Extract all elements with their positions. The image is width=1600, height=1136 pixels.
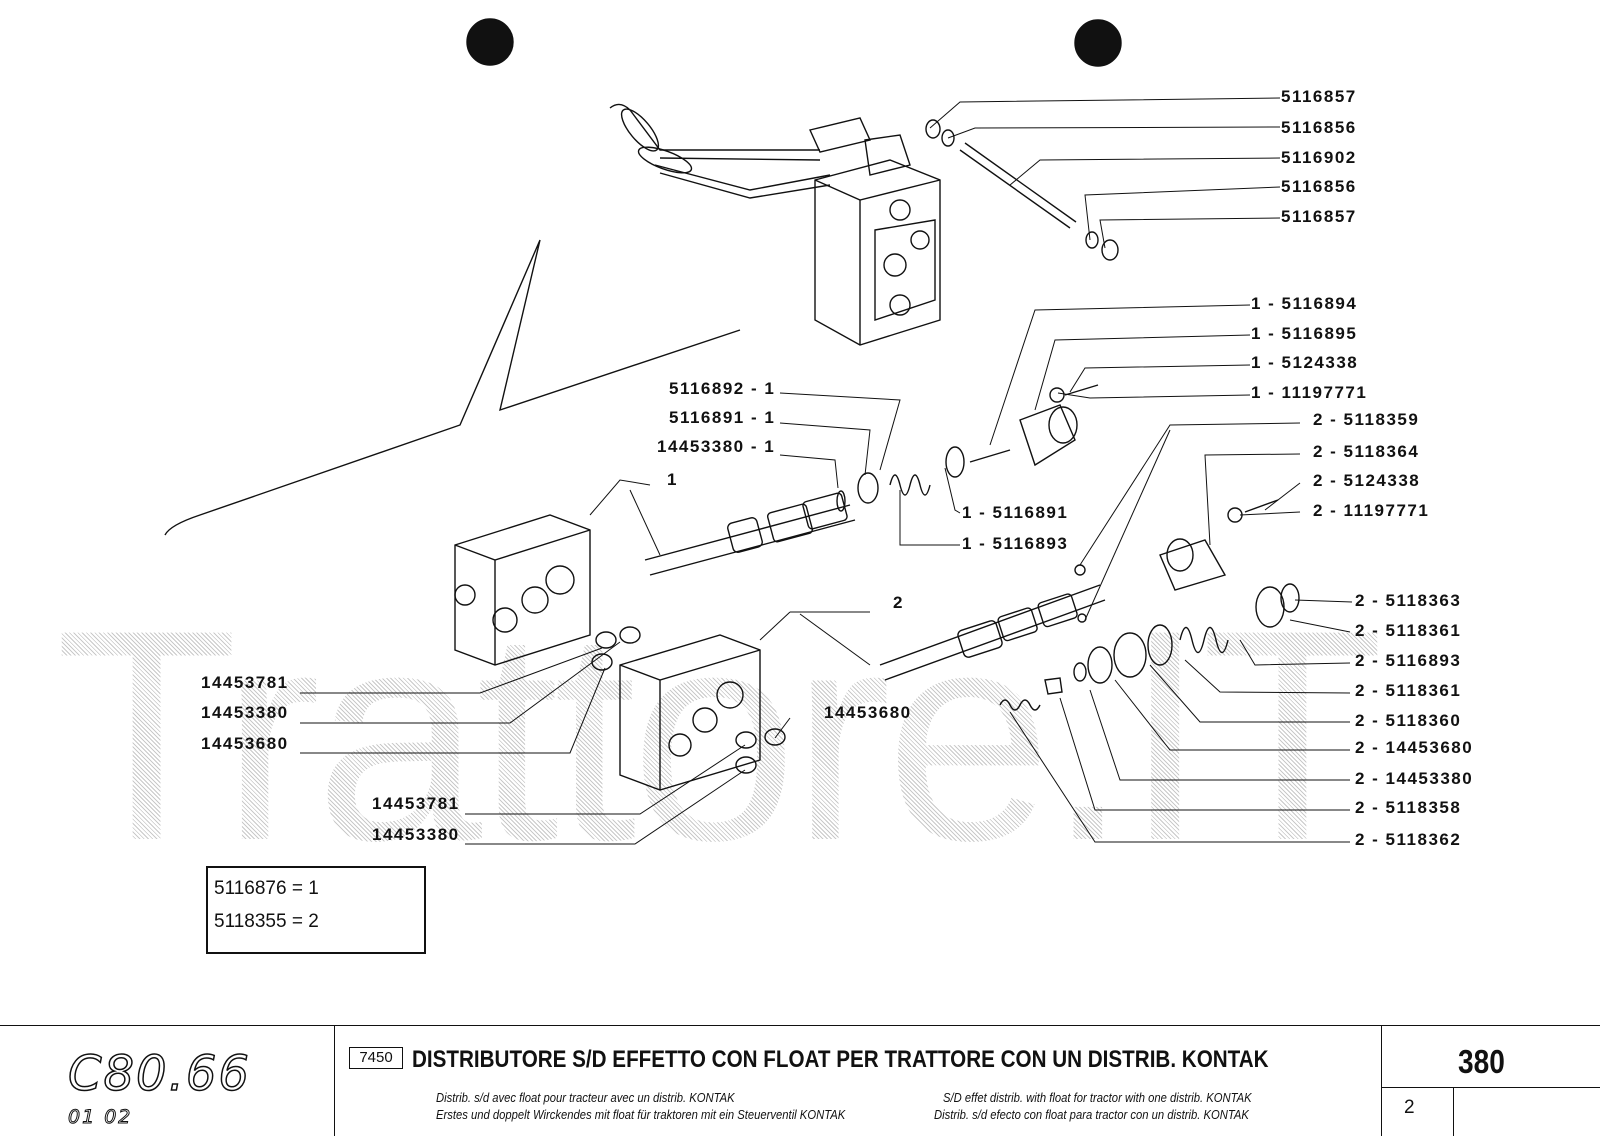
- subtitle-fr: Distrib. s/d avec float pour tracteur av…: [436, 1091, 735, 1105]
- punch-hole-right: [1074, 19, 1122, 67]
- part-label: 2 - 5118360: [1355, 711, 1462, 730]
- part-label: 5116856: [1281, 118, 1357, 137]
- part-label: 2 - 5124338: [1313, 471, 1421, 490]
- part-label: 2 - 5118363: [1355, 591, 1462, 610]
- punch-hole-left: [466, 18, 514, 66]
- kit-row-2: 5118355 = 2: [214, 911, 319, 932]
- footer-divider: [1381, 1025, 1382, 1136]
- spool-1: [644, 384, 1099, 576]
- kit-row-1: 5116876 = 1: [214, 878, 319, 899]
- part-label: 5116902: [1281, 148, 1357, 167]
- part-label: 14453380: [372, 825, 460, 844]
- part-label: 2 - 14453680: [1355, 738, 1474, 757]
- valve-body-2: [619, 634, 786, 791]
- part-label: 1 - 5124338: [1251, 353, 1359, 372]
- part-label: 2 - 5118362: [1355, 830, 1462, 849]
- part-label: 2: [893, 593, 904, 612]
- part-label: 2 - 5118364: [1313, 442, 1420, 461]
- part-label: 14453680: [824, 703, 912, 722]
- part-label: 2 - 11197771: [1313, 501, 1430, 520]
- part-label: 1 - 5116894: [1251, 294, 1358, 313]
- part-label: 14453781: [201, 673, 289, 692]
- subtitle-de: Erstes und doppelt Wirckendes mit float …: [436, 1108, 846, 1122]
- subtitle-es: Distrib. s/d efecto con float para tract…: [934, 1108, 1249, 1122]
- part-label: 2 - 5118361: [1355, 681, 1462, 700]
- part-label: 1: [667, 470, 678, 489]
- part-label: 1 - 5116893: [962, 534, 1069, 553]
- valve-body-1: [454, 514, 641, 671]
- sheet-number: 2: [1404, 1097, 1415, 1118]
- part-label: 5116857: [1281, 207, 1357, 226]
- part-label: 5116892 - 1: [669, 379, 776, 398]
- main-valve-assembly: [609, 103, 941, 346]
- page-number: 380: [1458, 1043, 1505, 1080]
- part-label: 1 - 5116895: [1251, 324, 1358, 343]
- part-label: 14453781: [372, 794, 460, 813]
- leader-lines: [300, 97, 1353, 845]
- footer-divider: [0, 1025, 1600, 1026]
- footer-divider: [1381, 1087, 1600, 1088]
- part-label: 5116856: [1281, 177, 1357, 196]
- part-label: 2 - 5118359: [1313, 410, 1420, 429]
- part-label: 5116891 - 1: [669, 408, 776, 427]
- model-logo: C80.66: [67, 1045, 251, 1103]
- group-code: 7450: [349, 1047, 403, 1069]
- part-label: 1 - 5116891: [962, 503, 1069, 522]
- page-title: DISTRIBUTORE S/D EFFETTO CON FLOAT PER T…: [412, 1046, 1269, 1073]
- part-label: 14453680: [201, 734, 289, 753]
- part-label: 5116857: [1281, 87, 1357, 106]
- subtitle-en: S/D effet distrib. with float for tracto…: [943, 1091, 1252, 1105]
- part-label: 2 - 5118358: [1355, 798, 1462, 817]
- footer-divider: [1453, 1087, 1454, 1136]
- revision-code: 01 02: [67, 1106, 133, 1129]
- kit-box: 5116876 = 1 5118355 = 2: [206, 866, 426, 954]
- part-label: 1 - 11197771: [1251, 383, 1368, 402]
- part-label: 2 - 5118361: [1355, 621, 1462, 640]
- footer-divider: [334, 1025, 335, 1136]
- tie-rod: [925, 119, 1119, 261]
- part-label: 14453380 - 1: [657, 437, 776, 456]
- part-label: 2 - 14453380: [1355, 769, 1474, 788]
- part-label: 2 - 5116893: [1355, 651, 1462, 670]
- part-label: 14453380: [201, 703, 289, 722]
- spool-2: [879, 499, 1300, 711]
